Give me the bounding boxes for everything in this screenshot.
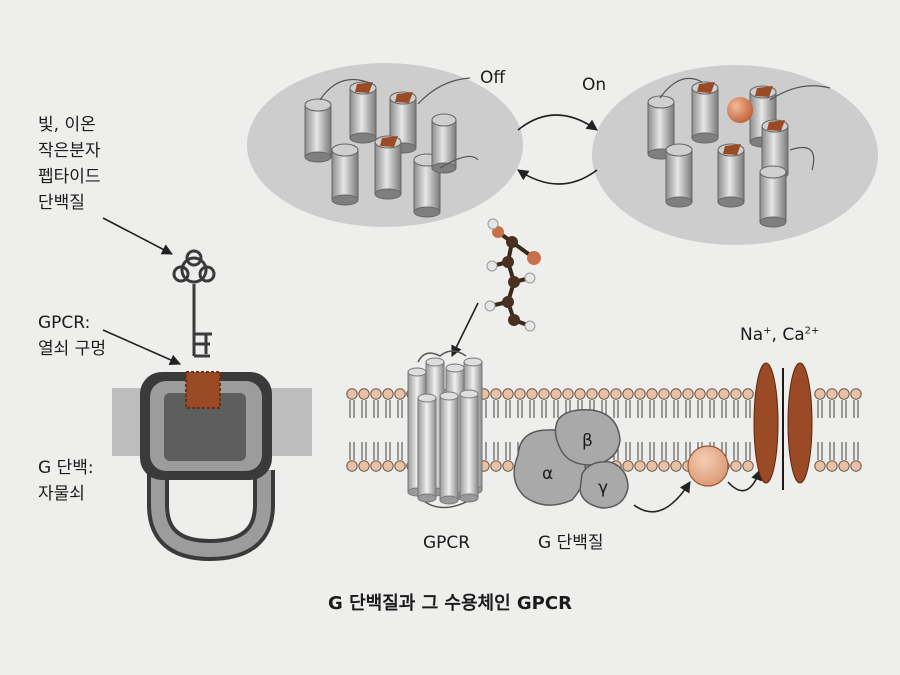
helix-cylinder — [717, 143, 745, 208]
helix-cylinder — [759, 165, 787, 228]
on-transition-arrow — [517, 114, 598, 131]
ligand-types-label: 빛, 이온 작은분자 펩타이드 단백질 — [38, 115, 101, 213]
off-transition-arrow — [517, 169, 598, 185]
gprotein-to-effector-arrow — [633, 481, 691, 513]
gpcr-receptor — [407, 350, 483, 509]
gamma-label: γ — [598, 478, 608, 498]
effector-to-channel-arrow — [727, 468, 762, 492]
helix-cylinder — [349, 81, 377, 144]
figure-caption: G 단백질과 그 수용체인 GPCR — [328, 593, 572, 614]
helix-cylinder — [691, 81, 719, 144]
helix-cylinder — [665, 143, 693, 208]
effector-ball — [687, 445, 729, 487]
gpcr-helix — [417, 393, 437, 503]
off-label: Off — [480, 68, 506, 88]
gprotein-lock-label: G 단백: 자물쇠 — [38, 458, 94, 504]
gpcr-helix — [459, 389, 479, 503]
on-state-panel — [592, 65, 878, 245]
ion-label: Na+, Ca2+ — [740, 325, 820, 345]
gpcr-keyhole-label: GPCR: 열쇠 구멍 — [38, 313, 106, 359]
key-icon — [172, 249, 216, 358]
padlock-icon — [140, 371, 275, 562]
ion-channel — [753, 362, 813, 490]
ligand-pointer-arrow — [102, 217, 173, 255]
gprotein-label: G 단백질 — [538, 533, 604, 553]
keyhole-slot — [186, 372, 220, 408]
off-state-panel — [247, 63, 523, 227]
keyhole-pointer-arrow — [102, 329, 182, 366]
on-label: On — [582, 75, 607, 95]
molecule-icon — [484, 218, 541, 332]
helix-cylinder — [331, 143, 359, 206]
alpha-label: α — [542, 464, 553, 484]
gpcr-label: GPCR — [423, 533, 471, 553]
gpcr-helix — [439, 391, 459, 505]
g-protein-complex — [513, 408, 629, 509]
bound-ligand-ball — [727, 97, 753, 123]
helix-cylinder — [431, 113, 457, 174]
helix-cylinder — [304, 98, 332, 163]
molecule-pointer-arrow — [451, 302, 479, 358]
helix-cylinder — [374, 135, 402, 200]
beta-label: β — [582, 431, 593, 451]
gamma-subunit — [579, 461, 629, 509]
beta-subunit — [554, 408, 621, 466]
